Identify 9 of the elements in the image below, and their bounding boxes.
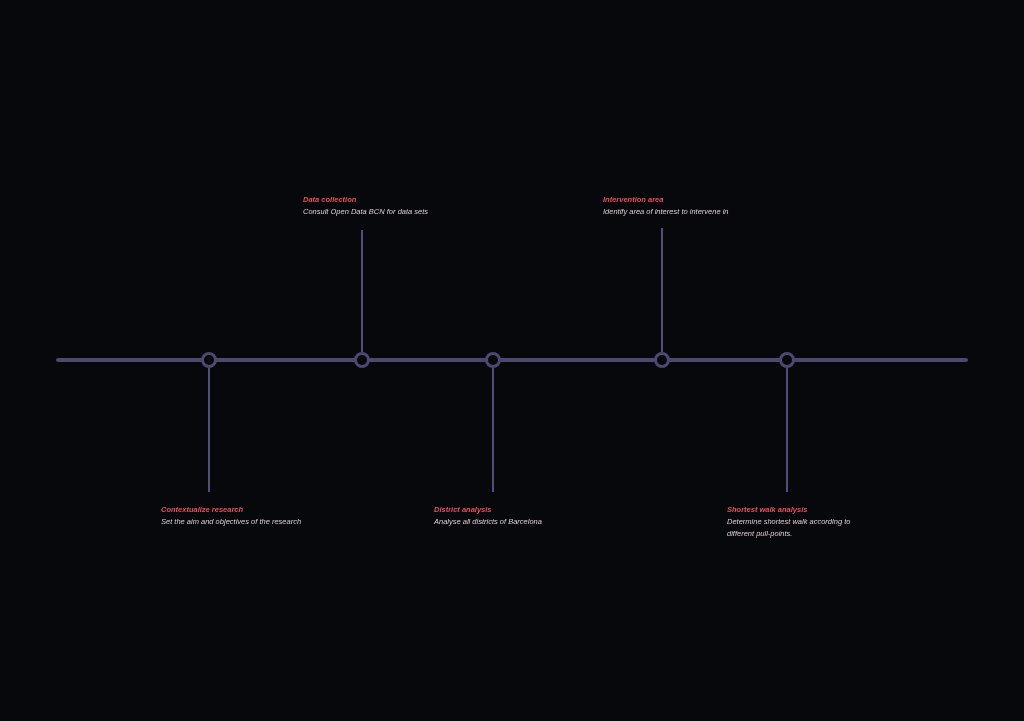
milestone-circle — [654, 352, 670, 368]
milestone-circle — [485, 352, 501, 368]
leader-line — [208, 367, 210, 493]
leader-line — [361, 229, 363, 353]
milestone-circle — [201, 352, 217, 368]
leader-line — [492, 367, 494, 493]
milestone-circle — [779, 352, 795, 368]
milestone-circle — [354, 352, 370, 368]
leader-line — [786, 367, 788, 493]
